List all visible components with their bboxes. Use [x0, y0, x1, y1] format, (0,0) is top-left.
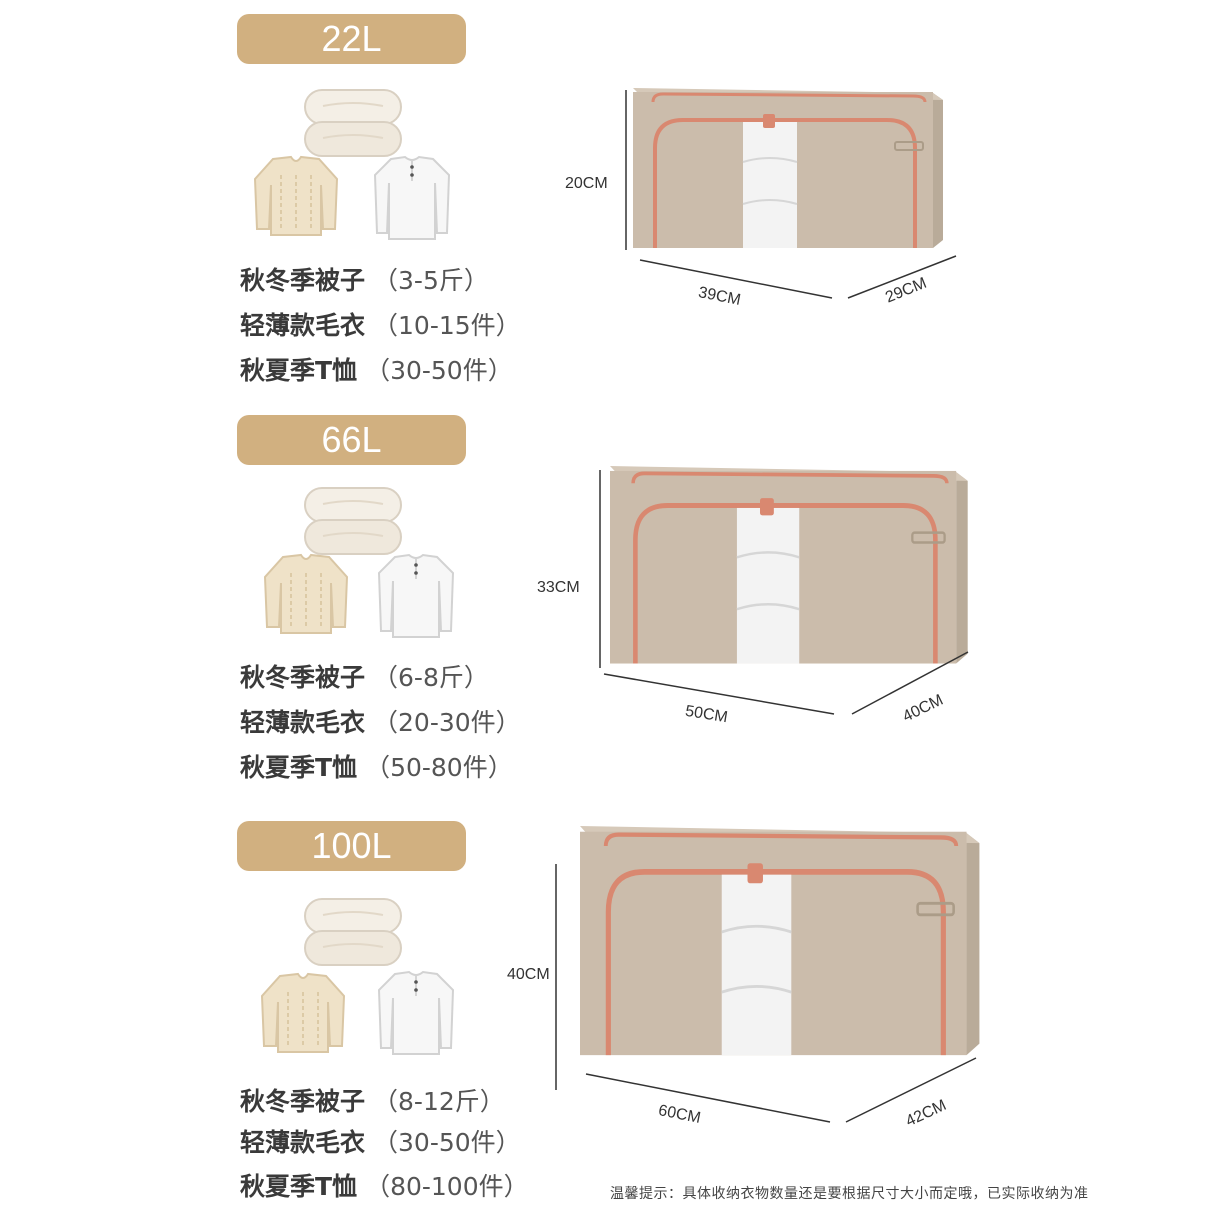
- item-sweater: 轻薄款毛衣（30-50件）: [240, 1128, 521, 1157]
- dim-height: 40CM: [507, 966, 550, 983]
- dimension-lines-66l: [599, 470, 969, 715]
- tshirt-icon: [378, 971, 454, 1055]
- size-label-100l: 100L: [237, 821, 466, 871]
- item-quilt: 秋冬季被子（8-12斤）: [240, 1087, 505, 1116]
- quilt-icon: [304, 89, 402, 157]
- footer-note: 温馨提示：具体收纳衣物数量还是要根据尺寸大小而定哦，已实际收纳为准: [610, 1186, 1089, 1202]
- dimension-lines-100l: [555, 864, 977, 1123]
- size-label-22l: 22L: [237, 14, 466, 64]
- item-sweater: 轻薄款毛衣（20-30件）: [240, 708, 521, 737]
- quilt-icon: [304, 898, 402, 966]
- item-tshirt: 秋夏季T恤（80-100件）: [240, 1172, 529, 1201]
- dim-height: 33CM: [537, 579, 580, 596]
- item-sweater: 轻薄款毛衣（10-15件）: [240, 311, 521, 340]
- item-quilt: 秋冬季被子（3-5斤）: [240, 266, 489, 295]
- tshirt-icon: [374, 156, 450, 240]
- item-tshirt: 秋夏季T恤（50-80件）: [240, 753, 513, 782]
- quilt-icon: [304, 487, 402, 555]
- sweater-icon: [261, 973, 345, 1053]
- item-quilt: 秋冬季被子（6-8斤）: [240, 663, 489, 692]
- sweater-icon: [254, 156, 338, 236]
- dimension-lines-22l: [625, 90, 957, 299]
- tshirt-icon: [378, 554, 454, 638]
- dim-height: 20CM: [565, 175, 608, 192]
- item-tshirt: 秋夏季T恤（30-50件）: [240, 356, 513, 385]
- sweater-icon: [264, 554, 348, 634]
- size-label-66l: 66L: [237, 415, 466, 465]
